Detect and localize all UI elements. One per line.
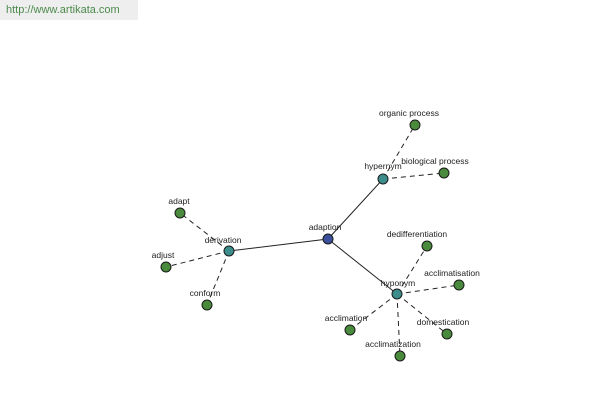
node-adjust[interactable]: [160, 261, 172, 273]
edge-hypernym-biological-process: [382, 172, 445, 180]
node-organic-process[interactable]: [409, 119, 421, 131]
node-hypernym[interactable]: [377, 173, 389, 185]
edge-adaption-hypernym: [327, 178, 384, 240]
node-label-conform[interactable]: conform: [190, 288, 221, 298]
edge-derivation-conform: [206, 250, 230, 306]
node-label-acclimation[interactable]: acclimation: [325, 313, 368, 323]
edge-hypernym-organic-process: [382, 124, 416, 180]
node-label-organic-process[interactable]: organic process: [379, 108, 439, 118]
node-label-dedifferentiation[interactable]: dedifferentiation: [387, 229, 448, 239]
node-label-hyponym[interactable]: hyponym: [381, 278, 416, 288]
node-acclimation[interactable]: [344, 324, 356, 336]
node-biological-process[interactable]: [438, 167, 450, 179]
node-hyponym[interactable]: [391, 288, 403, 300]
edge-adaption-derivation: [228, 238, 329, 252]
node-adaption[interactable]: [322, 233, 334, 245]
node-label-domestication[interactable]: domestication: [417, 317, 470, 327]
node-acclimatization[interactable]: [394, 350, 406, 362]
node-domestication[interactable]: [441, 328, 453, 340]
node-adapt[interactable]: [174, 207, 186, 219]
node-dedifferentiation[interactable]: [421, 240, 433, 252]
node-conform[interactable]: [201, 299, 213, 311]
node-label-hypernym[interactable]: hypernym: [364, 161, 401, 171]
edge-hyponym-acclimation: [349, 293, 398, 331]
nodes-layer: [160, 119, 465, 362]
node-label-acclimatization[interactable]: acclimatization: [365, 339, 421, 349]
node-label-biological-process[interactable]: biological process: [401, 156, 469, 166]
edge-hyponym-domestication: [396, 293, 448, 335]
node-label-adaption[interactable]: adaption: [309, 222, 342, 232]
node-label-derivation[interactable]: derivation: [205, 235, 242, 245]
edge-adaption-hyponym: [327, 238, 398, 295]
edge-hyponym-acclimatization: [396, 293, 401, 357]
edge-derivation-adjust: [165, 250, 230, 268]
node-acclimatisation[interactable]: [453, 279, 465, 291]
node-label-adapt[interactable]: adapt: [168, 196, 190, 206]
edge-hyponym-acclimatisation: [396, 284, 460, 295]
node-label-acclimatisation[interactable]: acclimatisation: [424, 268, 480, 278]
node-derivation[interactable]: [223, 245, 235, 257]
source-url[interactable]: http://www.artikata.com: [0, 0, 138, 20]
node-label-adjust[interactable]: adjust: [152, 250, 175, 260]
edge-hyponym-dedifferentiation: [396, 245, 428, 295]
labels-layer: adaption hypernym derivation hyponym organic…: [152, 108, 480, 349]
edge-derivation-adapt: [179, 212, 230, 252]
edges-layer: [165, 124, 460, 357]
